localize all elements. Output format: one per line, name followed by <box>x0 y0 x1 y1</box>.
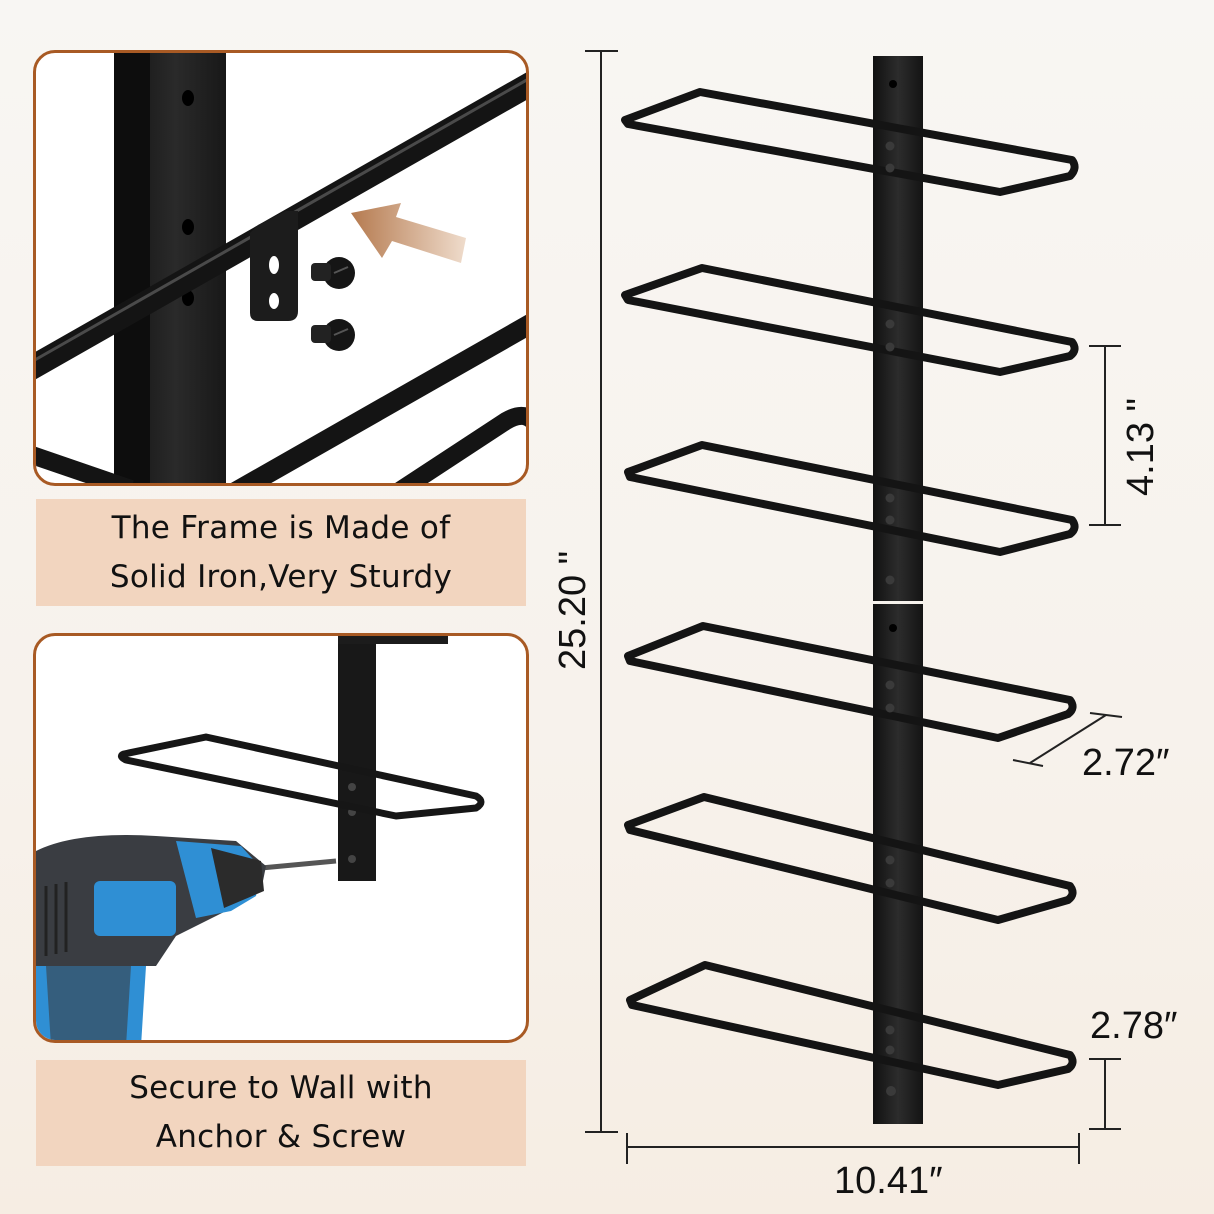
mounting-strip <box>873 56 923 1124</box>
tier-spacing-dimension <box>1089 345 1121 526</box>
mount-caption-line1: Secure to Wall with <box>129 1070 433 1106</box>
frame-closeup-illustration <box>36 53 526 483</box>
height-dimension <box>585 50 618 1133</box>
frame-caption-line1: The Frame is Made of <box>111 509 451 546</box>
wall-mount-panel <box>33 633 529 1043</box>
strip-screws <box>885 141 895 1055</box>
drill-mounting-illustration <box>36 636 485 1040</box>
frame-caption: The Frame is Made of Solid Iron,Very Stu… <box>36 499 526 606</box>
frame-caption-line2: Solid Iron,Very Sturdy <box>109 558 453 595</box>
rack-tiers <box>621 88 1079 1089</box>
tier-spacing-label: 4.13 " <box>1120 397 1162 496</box>
mount-post <box>338 636 376 881</box>
screw-icon <box>311 257 355 289</box>
mount-caption-line2: Anchor & Screw <box>155 1119 407 1155</box>
width-dimension <box>626 1133 1080 1164</box>
bottom-clearance-label: 2.78″ <box>1090 1005 1178 1047</box>
tier-depth-dimension <box>1012 712 1123 767</box>
frame-detail-panel <box>33 50 529 486</box>
total-width-label: 10.41″ <box>834 1160 943 1202</box>
mount-caption: Secure to Wall with Anchor & Screw <box>36 1060 526 1166</box>
drill-icon <box>36 835 266 1040</box>
tier-depth-label: 2.72″ <box>1082 742 1170 784</box>
screw-icon <box>311 319 355 351</box>
bottom-clearance-dimension <box>1089 1058 1121 1130</box>
total-height-label: 25.20 " <box>552 550 594 670</box>
insert-arrow-icon <box>351 203 466 263</box>
